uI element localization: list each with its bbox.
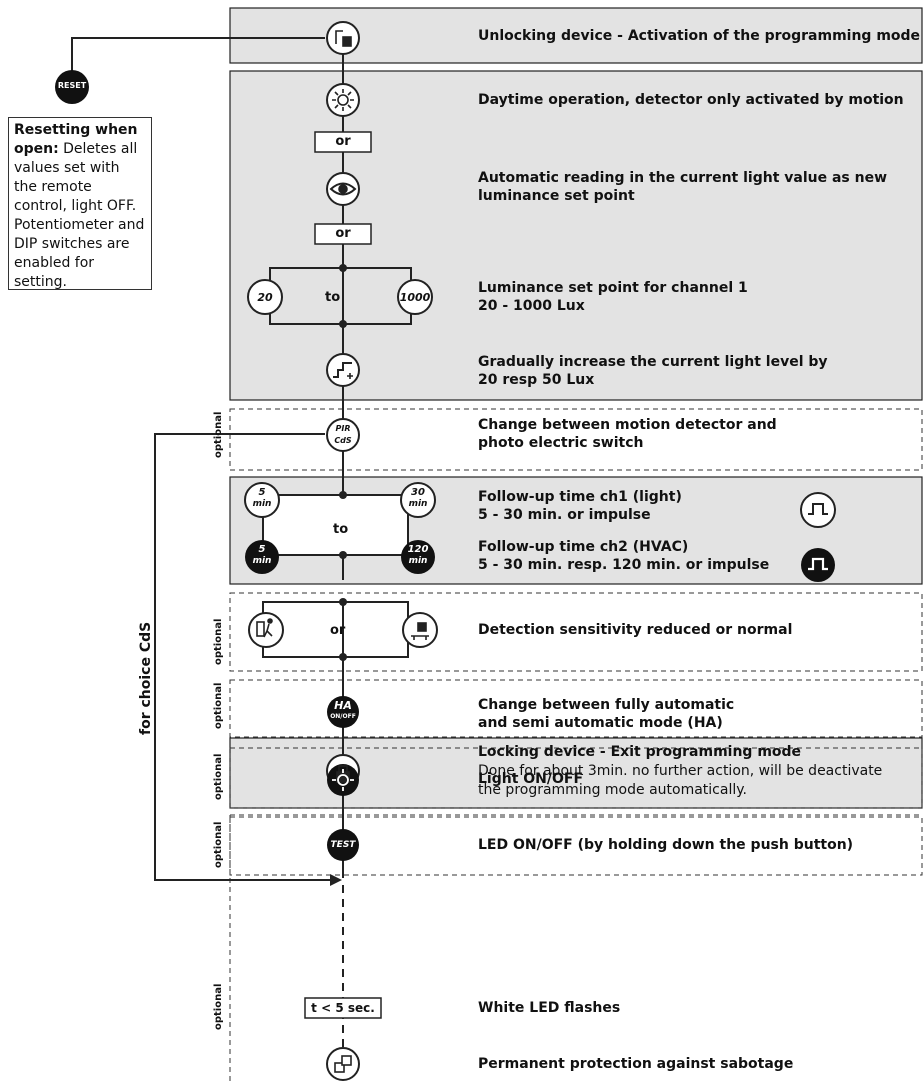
optional-label-light: optional <box>213 753 224 800</box>
lux-min-badge <box>247 279 283 315</box>
for-choice-cds-label: for choice CdS <box>138 621 154 735</box>
step-unlock: Unlocking device - Activation of the pro… <box>478 28 921 44</box>
ha-icon <box>327 696 359 728</box>
optional-label-led: optional <box>213 821 224 868</box>
or-label-1: or <box>335 134 351 149</box>
or-label-sensitivity: or <box>330 623 346 638</box>
ha-text: HA <box>334 699 352 712</box>
step-lock-2: Done for about 3min. no further action, … <box>478 763 883 779</box>
time-5-hvac-badge <box>245 540 279 574</box>
step-increase-2: 20 resp 50 Lux <box>478 372 595 388</box>
reset-button-icon <box>55 70 89 104</box>
t5-light-unit: min <box>252 499 272 509</box>
sun-icon <box>326 83 360 117</box>
lux-max-badge <box>397 279 433 315</box>
to-label-lux: to <box>325 290 341 305</box>
cds-text: CdS <box>334 436 352 445</box>
t30-unit: min <box>408 499 428 509</box>
step-led: LED ON/OFF (by holding down the push but… <box>478 837 854 853</box>
reset-button-label[interactable]: RESET <box>57 81 87 90</box>
ha-sub-text: ON/OFF <box>330 713 356 720</box>
time-30-badge <box>400 482 436 518</box>
step-pir-1: Change between motion detector and <box>478 417 777 433</box>
step-follow-ch1-1: Follow-up time ch1 (light) <box>478 489 682 505</box>
step-luminance-2: 20 - 1000 Lux <box>478 298 585 314</box>
step-light: Light ON/OFF <box>478 771 584 787</box>
time-5-light-badge <box>244 482 280 518</box>
step-increase-1: Gradually increase the current light lev… <box>478 354 828 370</box>
optional-pir <box>229 408 923 471</box>
step-follow-ch1-2: 5 - 30 min. or impulse <box>478 507 651 523</box>
step-luminance-1: Luminance set point for channel 1 <box>478 280 748 296</box>
impulse-light-icon <box>800 492 836 528</box>
step-daytime: Daytime operation, detector only activat… <box>478 92 904 108</box>
reset-text: Deletes all values set with the remote c… <box>14 141 145 290</box>
timer-box <box>304 997 382 1019</box>
reset-connector <box>71 37 325 72</box>
pir-text: PIR <box>335 424 351 433</box>
optional-label-sensitivity: optional <box>213 618 224 665</box>
optional-light <box>229 747 923 809</box>
t5-hvac-unit: min <box>252 556 272 566</box>
time-range-box <box>262 494 409 556</box>
t5-hvac-text: 5 <box>258 544 266 555</box>
cds-arrow-head <box>330 874 342 886</box>
reset-description: Resetting when open: Deletes all values … <box>8 117 152 290</box>
walk-away-icon <box>248 612 284 648</box>
test-text: TEST <box>330 840 356 850</box>
step-white-led: White LED flashes <box>478 1000 621 1016</box>
t30-text: 30 <box>411 487 425 498</box>
or-label-2: or <box>335 226 351 241</box>
reset-title: Resetting when open: <box>14 122 138 157</box>
test-icon <box>327 829 359 861</box>
step-pir-2: photo electric switch <box>478 435 644 451</box>
t5-light-text: 5 <box>258 487 266 498</box>
to-label-time: to <box>333 522 349 537</box>
t120-text: 120 <box>407 544 429 555</box>
impulse-hvac-icon <box>801 548 835 582</box>
or-box-1 <box>314 131 372 153</box>
lux-max-text: 1000 <box>399 291 431 304</box>
time-120-badge <box>401 540 435 574</box>
cds-loop <box>154 433 330 881</box>
step-ha-2: and semi automatic mode (HA) <box>478 715 723 731</box>
t120-unit: min <box>408 556 428 566</box>
optional-ha <box>229 679 923 738</box>
timer-label: t < 5 sec. <box>311 1001 375 1015</box>
step-ha-1: Change between fully automatic <box>478 697 735 713</box>
step-sensitivity: Detection sensitivity reduced or normal <box>478 622 793 638</box>
optional-label-pir: optional <box>213 411 224 458</box>
optional-label-ha: optional <box>213 682 224 729</box>
step-lock-3: the programming mode automatically. <box>478 782 747 798</box>
optional-sensitivity <box>229 592 923 672</box>
lux-min-text: 20 <box>257 291 273 304</box>
step-follow-ch2-2: 5 - 30 min. resp. 120 min. or impulse <box>478 557 770 573</box>
step-auto-read-1: Automatic reading in the current light v… <box>478 170 888 186</box>
step-sabotage: Permanent protection against sabotage <box>478 1056 794 1072</box>
step-lock-1: Locking device - Exit programming mode <box>478 744 802 760</box>
pir-cds-icon <box>326 418 360 452</box>
step-follow-ch2-1: Follow-up time ch2 (HVAC) <box>478 539 689 555</box>
or-box-2 <box>314 223 372 245</box>
step-auto-read-2: luminance set point <box>478 188 635 204</box>
optional-label-sabotage: optional <box>213 983 224 1030</box>
